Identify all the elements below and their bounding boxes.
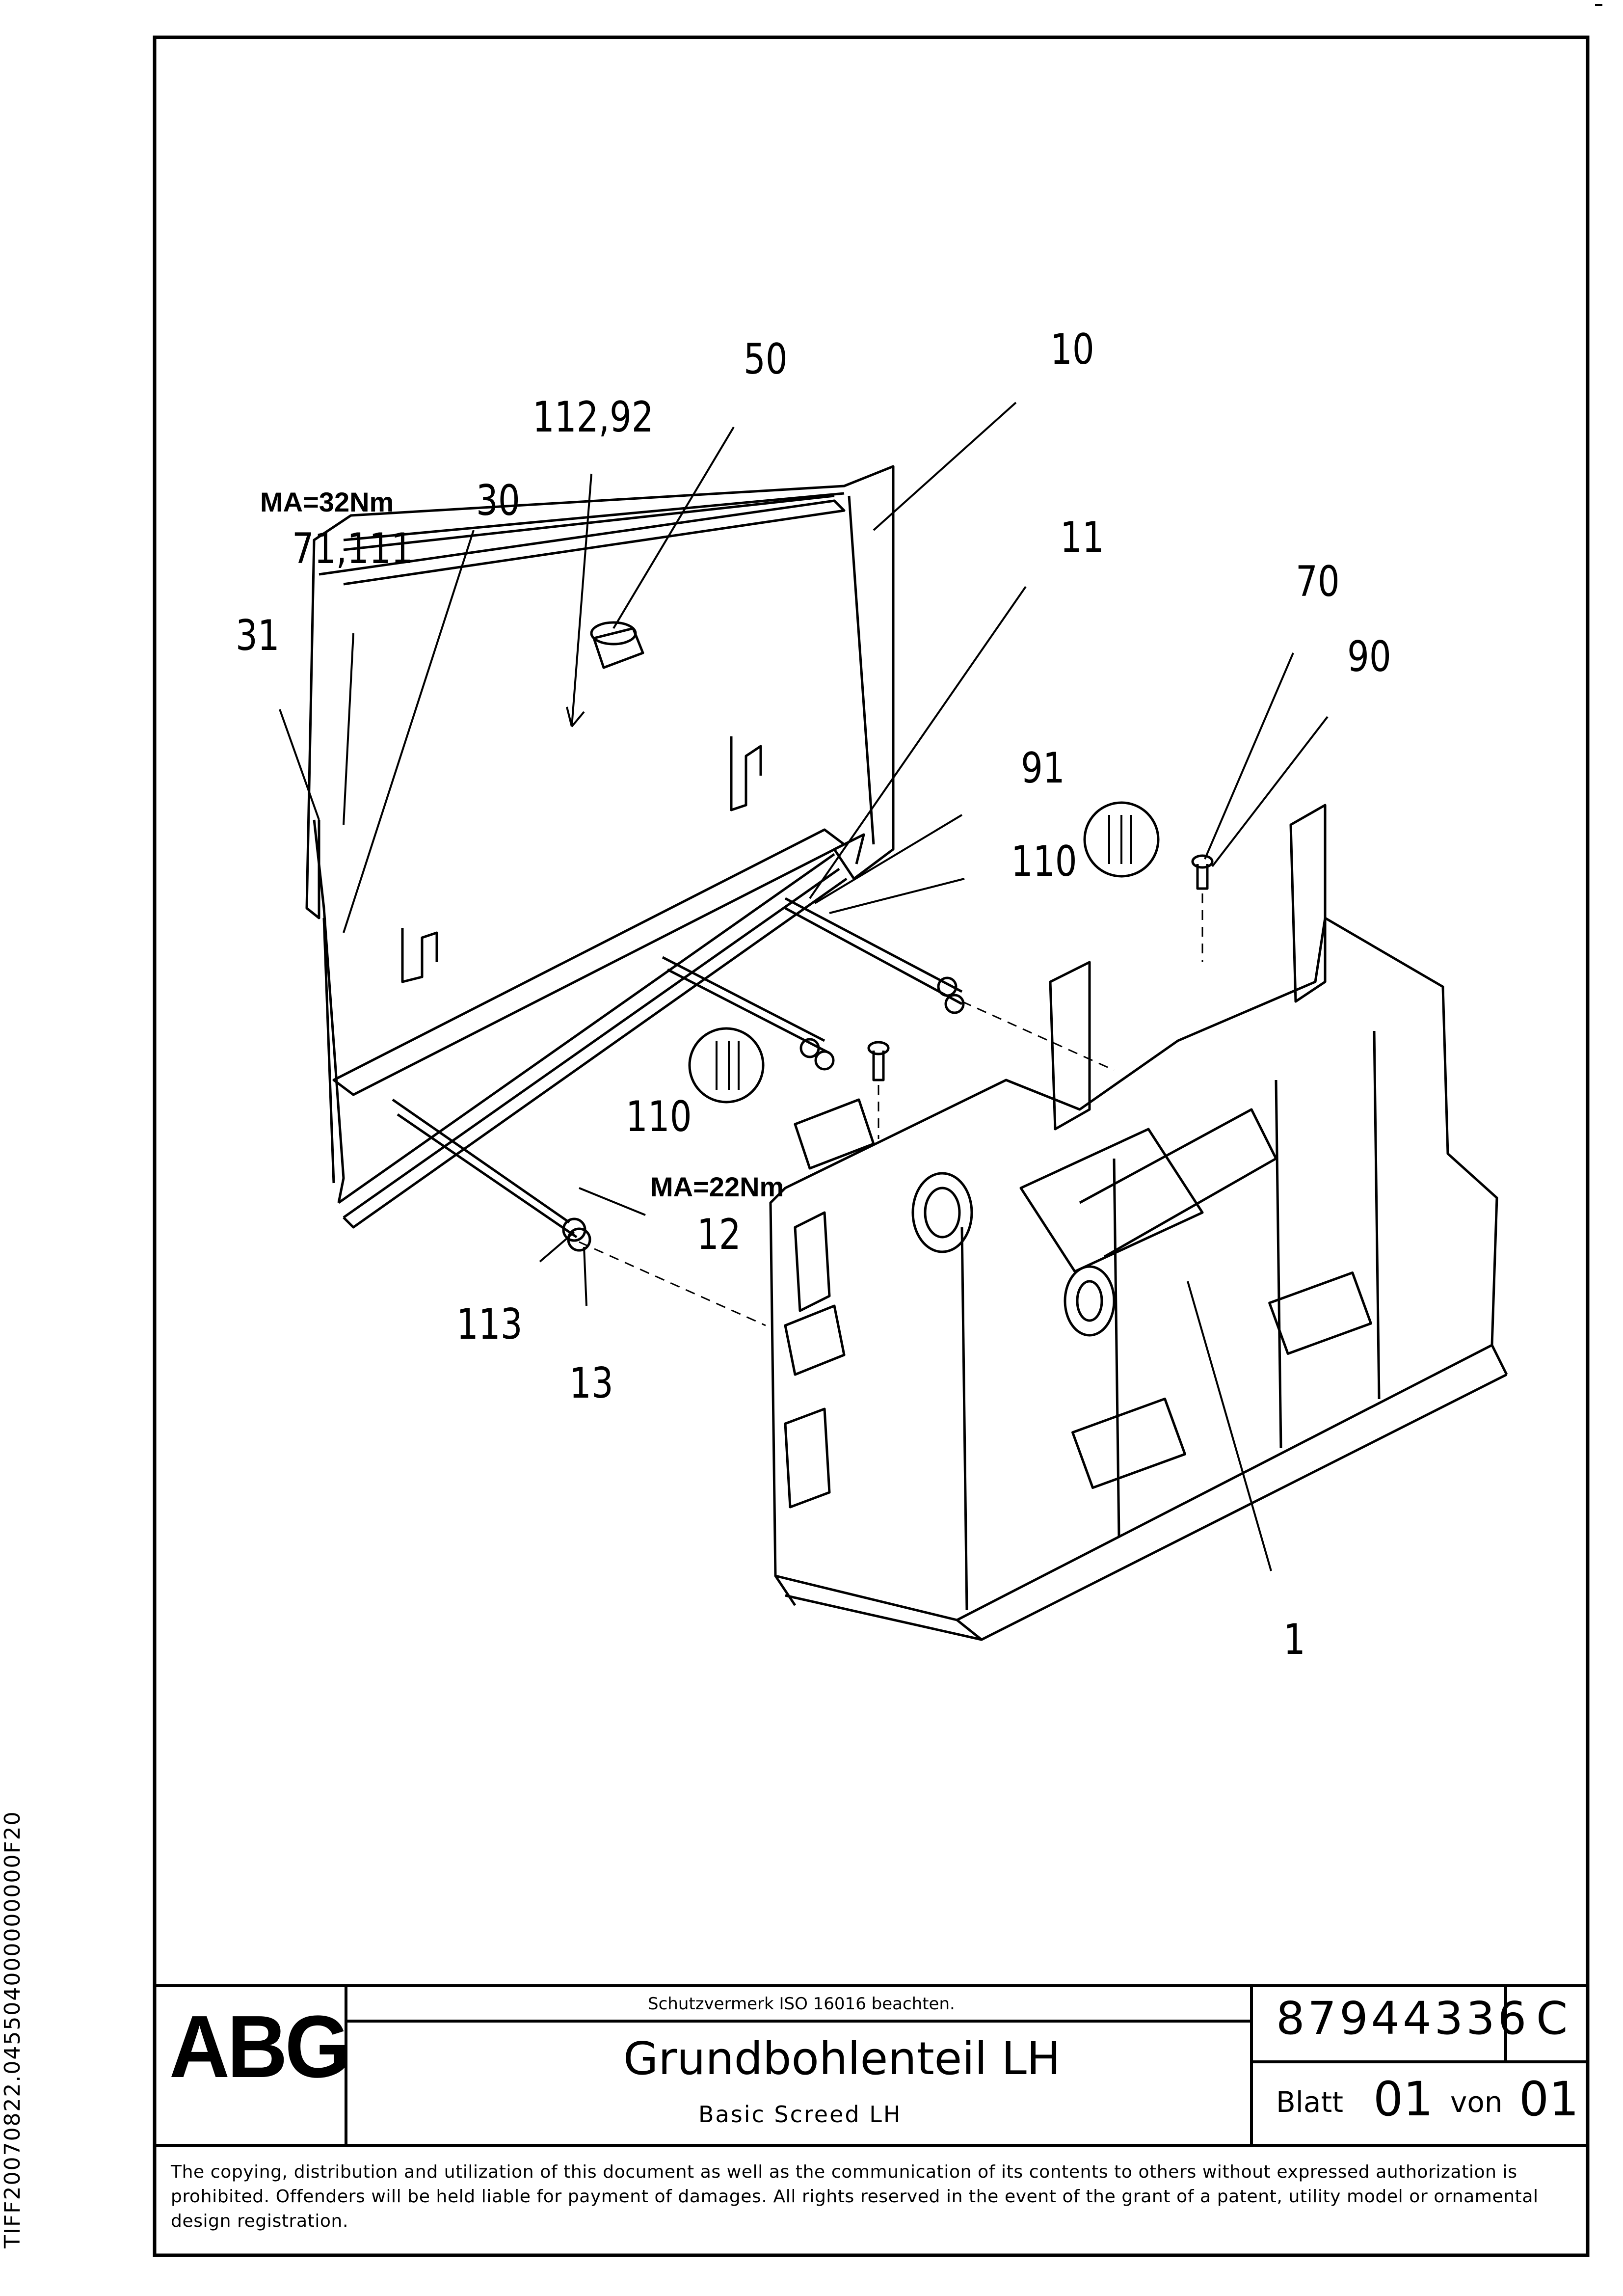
torque-32nm: MA=32Nm (260, 486, 394, 517)
callout-110-top: 110 (1011, 837, 1077, 886)
title-block-grid (155, 1984, 1588, 2147)
callout-90: 90 (1347, 632, 1391, 681)
callout-31: 31 (236, 611, 280, 660)
total-sheets: 01 (1519, 2072, 1579, 2127)
protection-notice: Schutzvermerk ISO 16016 beachten. (648, 1994, 955, 2014)
callout-30: 30 (476, 476, 520, 525)
torque-22nm: MA=22Nm (650, 1171, 784, 1202)
copyright-notice: The copying, distribution and utilizatio… (171, 2162, 1539, 2231)
revision-letter: C (1536, 1992, 1568, 2045)
callout-112-92: 112,92 (532, 393, 654, 442)
of-label: von (1450, 2085, 1503, 2119)
callout-12: 12 (697, 1210, 741, 1259)
callout-10: 10 (1050, 325, 1094, 374)
callout-91: 91 (1021, 744, 1065, 793)
callout-71-111: 71,111 (292, 524, 413, 573)
callout-70: 70 (1296, 557, 1340, 606)
document-number: 87944336 (1276, 1992, 1530, 2045)
callout-1: 1 (1283, 1615, 1305, 1664)
title-english: Basic Screed LH (698, 2101, 902, 2128)
callout-113: 113 (456, 1300, 523, 1349)
title-german: Grundbohlenteil LH (623, 2032, 1061, 2085)
assembly-dashed-lines (579, 893, 1203, 1326)
side-file-code: TIFF20070822.045504000000000F20 (0, 1810, 25, 2248)
callout-leader-lines (279, 402, 1329, 1571)
callout-13: 13 (569, 1359, 613, 1408)
screed-assembly-illustration (305, 465, 1508, 1641)
abg-logo: ABG (169, 1998, 350, 2096)
callout-11: 11 (1060, 513, 1104, 562)
drawing-frame (153, 35, 1590, 2257)
sheet-number: 01 (1373, 2072, 1434, 2127)
sheet-label: Blatt (1276, 2085, 1343, 2119)
callout-50: 50 (744, 335, 788, 384)
callout-110-mid: 110 (626, 1092, 692, 1141)
